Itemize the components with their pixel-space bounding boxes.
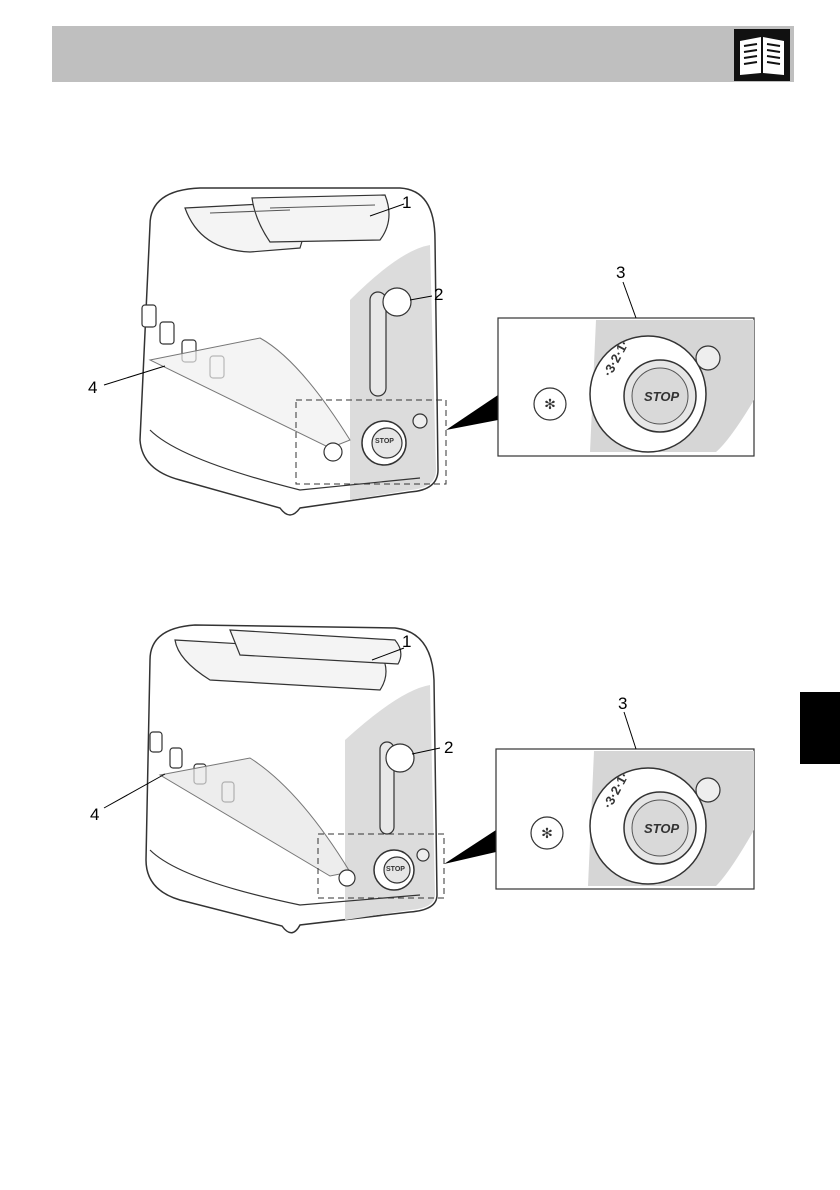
toaster-illustration: ✻	[0, 0, 840, 1000]
svg-text:✻: ✻	[541, 826, 553, 842]
zoom-stop-label: STOP	[644, 821, 679, 836]
callout-1: 1	[402, 633, 411, 650]
callout-4: 4	[90, 806, 99, 823]
dial-stop-label: STOP	[386, 866, 405, 873]
toaster-figure-2: ✻ 1 2 3 4 STOP STOP ·3·2·1·	[0, 0, 840, 400]
callout-3: 3	[618, 695, 627, 712]
callout-2: 2	[444, 739, 453, 756]
